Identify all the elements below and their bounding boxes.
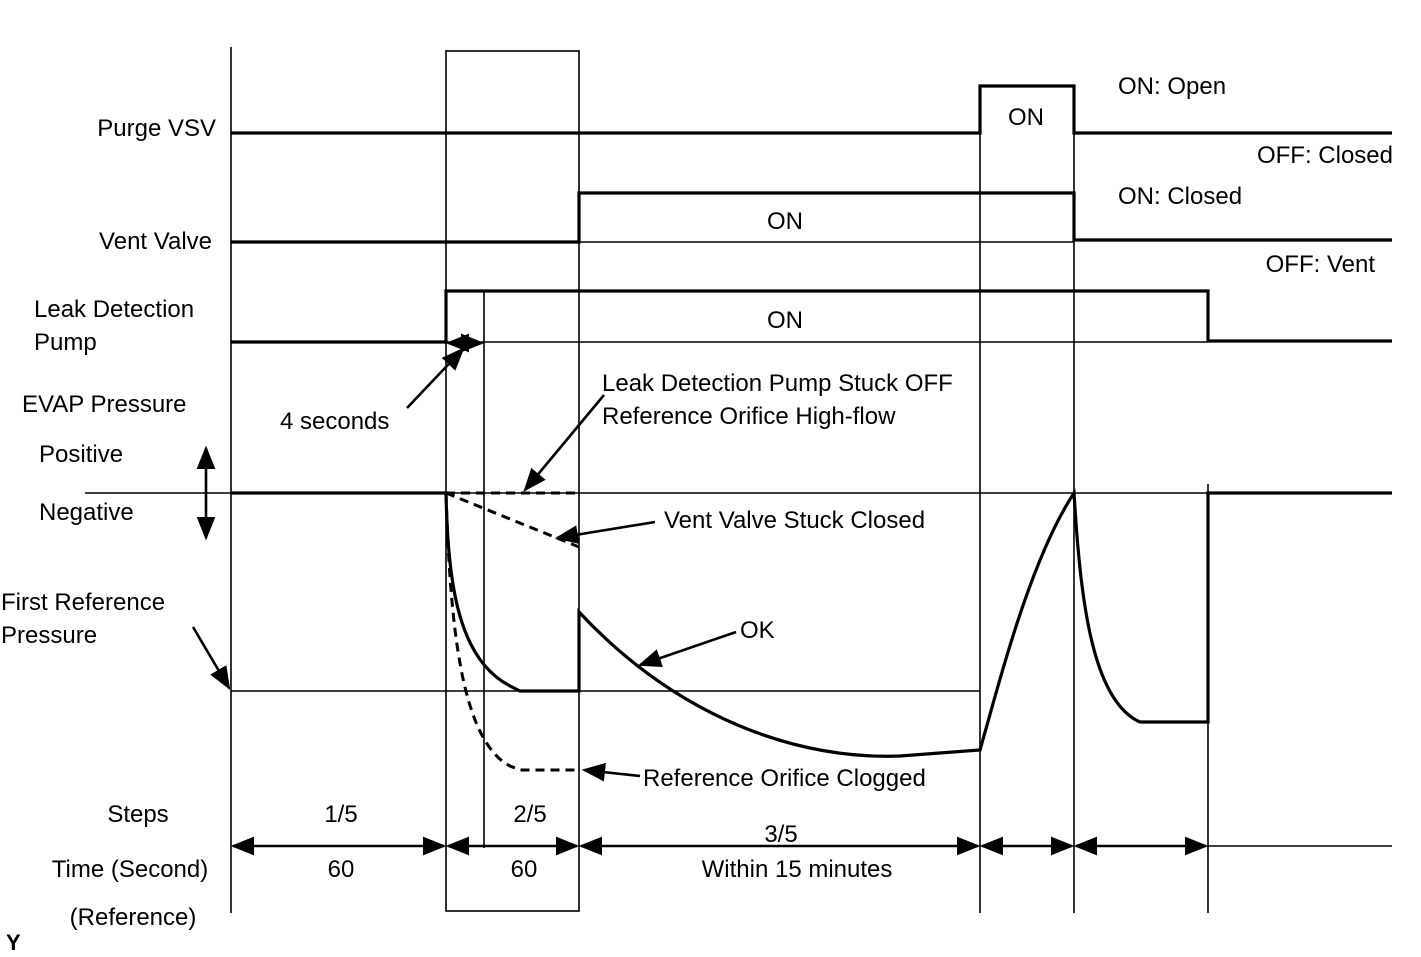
leak-pump-label-2: Pump	[34, 329, 97, 356]
ref-orifice-high-flow-label: Reference Orifice High-flow	[602, 403, 896, 430]
positive-label: Positive	[39, 441, 123, 468]
evap-pressure-ok-trace	[231, 488, 1392, 758]
corner-mark: Y	[6, 930, 21, 955]
four-seconds-pointer	[406, 347, 465, 409]
ref-orifice-clogged-label: Reference Orifice Clogged	[643, 765, 926, 792]
purge-on-meaning: ON: Open	[1118, 73, 1226, 100]
step-2-label: 2/5	[513, 801, 546, 828]
time-3-label: Within 15 minutes	[702, 856, 893, 883]
leak-pump-trace	[231, 289, 1392, 344]
vent-stuck-pointer	[554, 520, 656, 544]
vent-valve-trace	[231, 191, 1392, 244]
clogged-pointer	[581, 762, 641, 782]
ok-label: OK	[740, 617, 775, 644]
vent-valve-label: Vent Valve	[99, 228, 212, 255]
vent-valve-stuck-label: Vent Valve Stuck Closed	[664, 507, 925, 534]
first-ref-pointer	[191, 626, 231, 691]
pump-stuck-pointer	[523, 394, 605, 492]
signal-traces	[231, 84, 1392, 772]
ok-pointer	[637, 630, 737, 668]
pump-stuck-off-label: Leak Detection Pump Stuck OFF	[602, 370, 953, 397]
purge-on-label: ON	[1008, 104, 1044, 131]
time-label: Time (Second)	[52, 856, 209, 883]
step-1-label: 1/5	[324, 801, 357, 828]
purge-off-meaning: OFF: Closed	[1257, 142, 1393, 169]
vent-on-meaning: ON: Closed	[1118, 183, 1242, 210]
purge-vsv-trace	[231, 84, 1392, 135]
evap-pressure-label: EVAP Pressure	[22, 391, 187, 418]
vent-stuck-closed-trace	[445, 491, 580, 549]
step-2-frame	[445, 50, 580, 912]
time-1-label: 60	[328, 856, 355, 883]
pump-on-label: ON	[767, 307, 803, 334]
negative-label: Negative	[39, 499, 134, 526]
step-3-label: 3/5	[764, 821, 797, 848]
purge-vsv-label: Purge VSV	[97, 115, 216, 142]
annotation-arrows	[191, 333, 1392, 856]
steps-label: Steps	[107, 801, 168, 828]
vent-off-meaning: OFF: Vent	[1266, 251, 1376, 278]
time-2-label: 60	[511, 856, 538, 883]
first-ref-label-1: First Reference	[1, 589, 165, 616]
four-seconds-label: 4 seconds	[280, 408, 389, 435]
reference-label: (Reference)	[70, 904, 197, 931]
first-ref-label-2: Pressure	[1, 622, 97, 649]
leak-pump-label-1: Leak Detection	[34, 296, 194, 323]
vent-on-label: ON	[767, 208, 803, 235]
